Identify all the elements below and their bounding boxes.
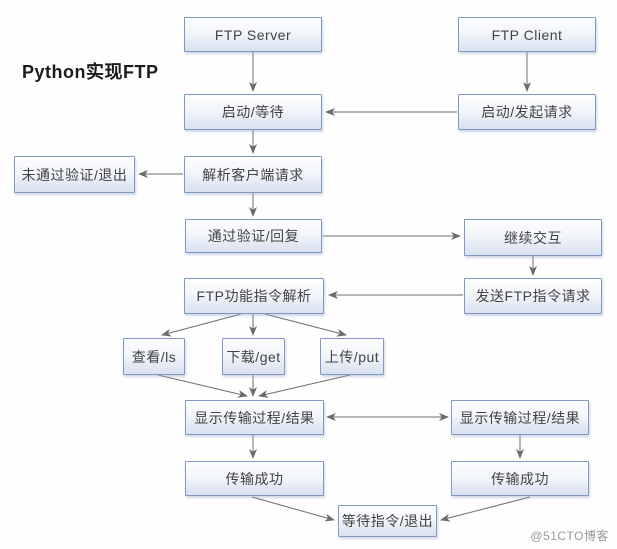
node-start-request: 启动/发起请求: [458, 94, 596, 130]
node-start-request-label: 启动/发起请求: [481, 104, 573, 120]
edge-upload-put-to-show-left: [258, 374, 351, 398]
node-download-get-label: 下载/get: [226, 348, 281, 365]
node-wait-command-exit: 等待指令/退出: [338, 505, 437, 537]
node-ftp-server-label: FTP Server: [214, 26, 292, 43]
node-transfer-success-right-label: 传输成功: [491, 470, 549, 487]
node-show-transfer-left-label: 显示传输过程/结果: [194, 409, 315, 426]
edge-command-parse-to-upload-put: [264, 313, 347, 337]
diagram-title: Python实现FTP: [22, 62, 159, 82]
edge-view-ls-to-show-left: [157, 374, 248, 398]
node-download-get: 下载/get: [222, 338, 285, 375]
node-continue-interaction-label: 继续交互: [504, 229, 562, 246]
node-send-ftp-command-label: 发送FTP指令请求: [475, 288, 591, 304]
node-wait-command-exit-label: 等待指令/退出: [341, 513, 434, 529]
node-show-transfer-right-label: 显示传输过程/结果: [459, 409, 581, 426]
node-upload-put: 上传/put: [320, 338, 384, 375]
node-ftp-client-label: FTP Client: [491, 26, 563, 43]
node-ftp-client: FTP Client: [458, 17, 596, 52]
node-parse-client-request: 解析客户端请求: [184, 156, 322, 193]
node-ftp-command-parse-label: FTP功能指令解析: [196, 288, 312, 304]
node-transfer-success-left: 传输成功: [185, 461, 324, 496]
node-continue-interaction: 继续交互: [464, 219, 602, 256]
node-start-wait-label: 启动/等待: [221, 104, 285, 120]
edge-success-left-to-wait-exit: [251, 496, 335, 522]
node-auth-fail-exit-label: 未通过验证/退出: [21, 166, 128, 183]
node-parse-client-request-label: 解析客户端请求: [202, 166, 304, 183]
node-auth-pass-reply: 通过验证/回复: [185, 219, 322, 253]
edge-command-parse-to-view-ls: [161, 313, 242, 337]
node-start-wait: 启动/等待: [184, 94, 322, 130]
node-send-ftp-command: 发送FTP指令请求: [464, 278, 602, 314]
node-view-ls-label: 查看/ls: [131, 348, 177, 365]
node-upload-put-label: 上传/put: [324, 348, 380, 365]
node-show-transfer-right: 显示传输过程/结果: [451, 400, 589, 435]
edge-success-right-to-wait-exit: [440, 496, 531, 522]
watermark: @51CTO博客: [530, 529, 609, 543]
node-ftp-command-parse: FTP功能指令解析: [184, 278, 324, 314]
node-auth-pass-reply-label: 通过验证/回复: [207, 228, 300, 244]
node-show-transfer-left: 显示传输过程/结果: [185, 400, 324, 435]
node-transfer-success-right: 传输成功: [451, 461, 589, 496]
node-auth-fail-exit: 未通过验证/退出: [14, 156, 135, 193]
node-view-ls: 查看/ls: [123, 338, 185, 375]
node-transfer-success-left-label: 传输成功: [225, 470, 284, 487]
node-ftp-server: FTP Server: [184, 17, 322, 52]
